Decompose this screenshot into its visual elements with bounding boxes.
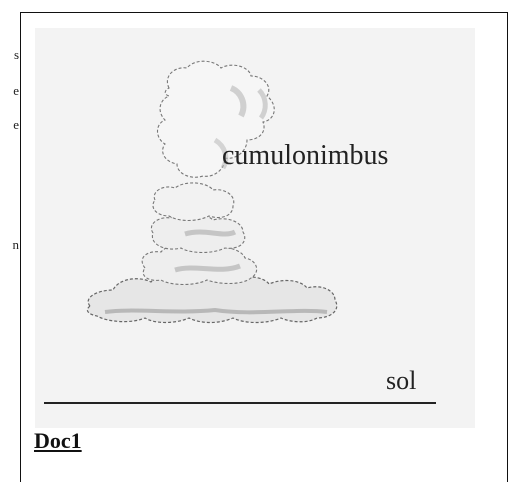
cloud-label: cumulonimbus bbox=[222, 140, 388, 172]
left-margin-text-fragments: s e e n bbox=[0, 0, 22, 477]
margin-fragment: n bbox=[13, 238, 20, 251]
margin-fragment: s bbox=[14, 48, 19, 61]
margin-fragment: e bbox=[13, 84, 19, 97]
ground-line bbox=[44, 402, 436, 404]
document-caption: Doc1 bbox=[34, 428, 82, 454]
ground-label: sol bbox=[386, 366, 416, 396]
margin-fragment: e bbox=[13, 118, 19, 131]
